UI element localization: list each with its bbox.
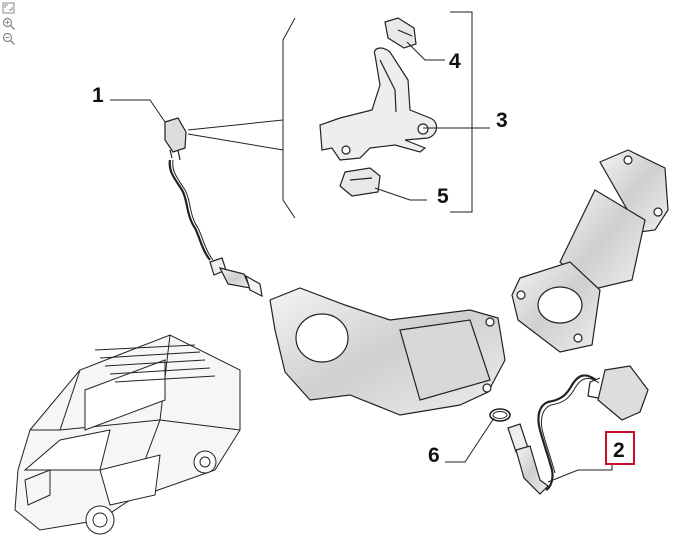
leader-group-bracket bbox=[187, 11, 473, 219]
callout-label-4: 4 bbox=[449, 50, 461, 73]
catalytic-converter-lower bbox=[269, 287, 506, 416]
callout-2-highlight[interactable]: 2 bbox=[605, 431, 635, 465]
mounting-bracket[interactable] bbox=[319, 47, 438, 161]
clip-part[interactable] bbox=[384, 17, 417, 49]
oxygen-sensor-upper[interactable] bbox=[164, 117, 263, 298]
zoom-in-icon[interactable] bbox=[2, 17, 16, 30]
callout-label-3: 3 bbox=[496, 109, 508, 132]
callout-label-5: 5 bbox=[437, 185, 449, 208]
van-illustration bbox=[14, 334, 241, 535]
zoom-out-icon[interactable] bbox=[2, 32, 16, 45]
callout-label-6: 6 bbox=[428, 444, 440, 467]
clip-part-lower[interactable] bbox=[339, 167, 381, 197]
oxygen-sensor-lower[interactable] bbox=[507, 365, 649, 495]
zoom-toolbar bbox=[2, 2, 18, 45]
fullscreen-icon[interactable] bbox=[2, 2, 16, 15]
gasket-ring[interactable] bbox=[489, 408, 511, 422]
callout-label-2: 2 bbox=[613, 439, 625, 462]
catalytic-converter-upper bbox=[511, 149, 669, 353]
callout-label-1: 1 bbox=[92, 84, 104, 107]
